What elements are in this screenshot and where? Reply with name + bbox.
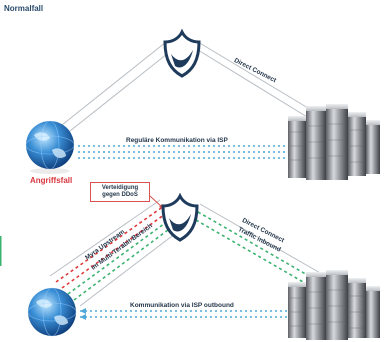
globe-icon	[27, 287, 77, 337]
isp-regular-label: Reguläre Kommunikation via ISP	[126, 137, 228, 144]
shield-icon	[161, 192, 199, 242]
globe-icon	[25, 120, 75, 174]
bottom-connections	[49, 199, 323, 320]
section-title-normal: Normalfall	[4, 4, 44, 13]
section-title-attack: Angriffsfall	[30, 176, 73, 185]
defense-callout: Verteidigung gegen DDoS	[90, 182, 150, 202]
server-rack-icon	[288, 104, 380, 180]
top-connections	[61, 41, 319, 159]
defense-line-1: Verteidigung	[101, 185, 139, 191]
defense-line-2: gegen DDoS	[102, 192, 138, 198]
server-rack-icon	[288, 270, 380, 340]
shield-icon	[163, 28, 201, 78]
isp-outbound-label: Kommunikation via ISP outbound	[130, 302, 234, 309]
edge-marker	[0, 236, 2, 266]
